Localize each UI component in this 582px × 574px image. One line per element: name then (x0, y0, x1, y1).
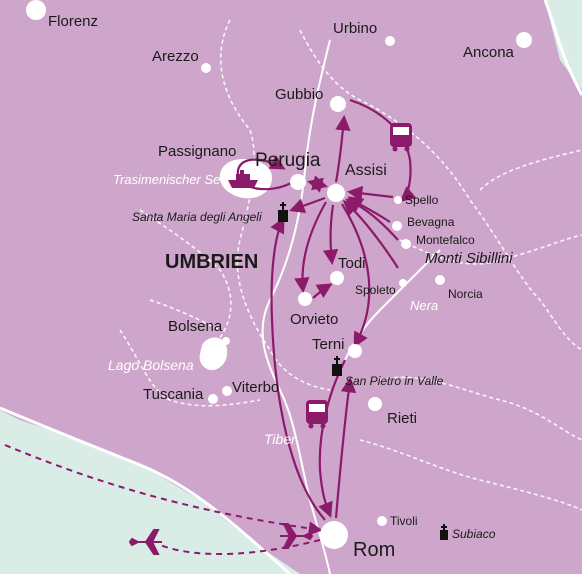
label-assisi: Assisi (345, 162, 387, 179)
label-trasimeno-text: Trasimenischer See (113, 172, 228, 187)
lake-bolsena (199, 337, 228, 371)
label-arezzo: Arezzo (152, 48, 199, 65)
label-bevagna: Bevagna (407, 215, 455, 229)
route-terni-rom (318, 359, 346, 518)
route-rom-terni (334, 376, 357, 519)
label-passignano: Passignano (158, 143, 236, 160)
label-montefalco: Montefalco (416, 233, 475, 247)
route-assisi-santa-maria (289, 196, 326, 214)
plane-icon (128, 529, 162, 555)
bus-icon (306, 400, 328, 429)
label-lago-bolsena: Lago Bolsena (108, 357, 194, 373)
route-assisi-gubbio (334, 114, 351, 183)
label-gubbio: Gubbio (275, 86, 323, 103)
label-tivoli: Tivoli (390, 514, 418, 528)
route-perugia-assisi (307, 175, 328, 193)
label-terni: Terni (312, 336, 345, 353)
route-assisi-todi (322, 204, 339, 266)
label-santa-maria: Santa Maria degli Angeli (132, 210, 262, 224)
route-orvieto-todi (312, 283, 333, 299)
route-rom-assisi (270, 217, 326, 521)
church-icon (440, 524, 448, 540)
label-bolsena: Bolsena (168, 318, 223, 335)
route-spoleto-assisi (342, 199, 399, 269)
coastline-west (0, 406, 292, 574)
label-perugia: Perugia (255, 150, 321, 171)
label-norcia: Norcia (448, 287, 483, 301)
label-region: UMBRIEN (165, 251, 258, 273)
label-orvieto: Orvieto (290, 311, 338, 328)
label-spello: Spello (405, 193, 439, 207)
label-rieti: Rieti (387, 410, 417, 427)
church-icon (278, 202, 288, 222)
church-icon (332, 356, 342, 376)
label-ancona: Ancona (463, 44, 515, 61)
route-perugia-loop (236, 155, 294, 191)
label-san-pietro: San Pietro in Valle (345, 374, 444, 388)
ship-icon (228, 170, 258, 188)
label-todi: Todi (338, 255, 366, 272)
coastline (543, 0, 582, 96)
flight-routes (4, 444, 323, 556)
route-assisi-orvieto (294, 201, 327, 294)
route-assisi-terni (341, 203, 371, 348)
label-tiber: Tiber (264, 431, 297, 447)
route-spello-assisi (346, 185, 394, 202)
label-spoleto: Spoleto (355, 283, 396, 297)
label-viterbo: Viterbo (232, 379, 279, 396)
label-tuscania: Tuscania (143, 386, 204, 403)
routes (236, 98, 417, 521)
label-nera: Nera (410, 298, 438, 313)
label-trasimeno: Trasimenischer See (113, 172, 228, 187)
label-rom: Rom (353, 539, 395, 561)
plane-icon (280, 523, 314, 549)
label-mountains: Monti Sibillini (425, 250, 513, 267)
route-gubbio-bus-spello (349, 98, 417, 202)
label-subiaco: Subiaco (452, 527, 496, 541)
label-urbino: Urbino (333, 20, 377, 37)
label-florenz: Florenz (48, 13, 98, 30)
city-dots (26, 0, 532, 549)
bus-icon (390, 123, 412, 152)
